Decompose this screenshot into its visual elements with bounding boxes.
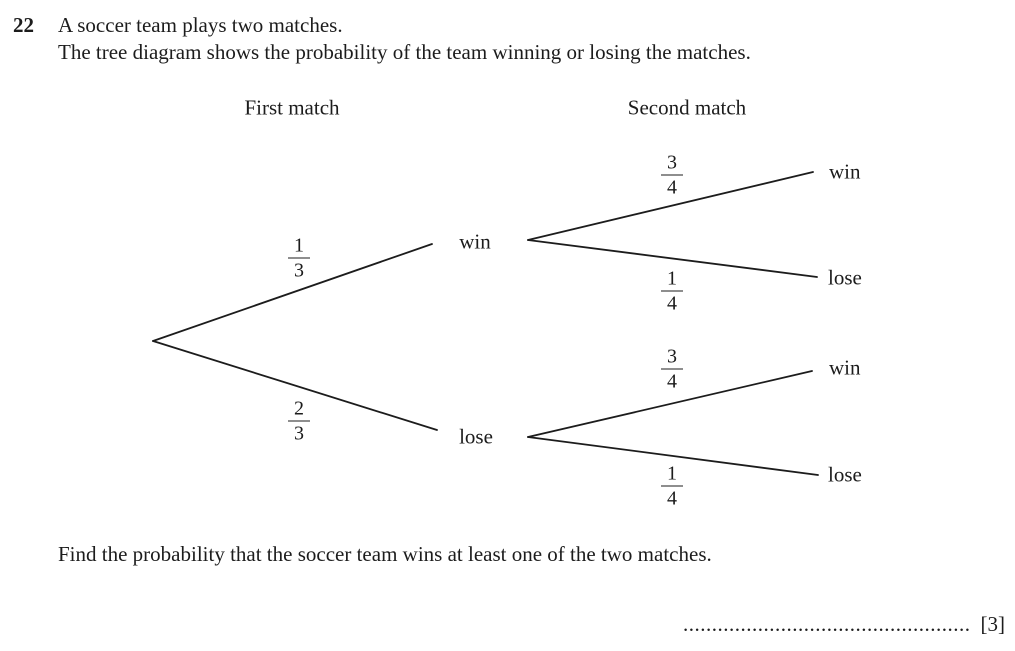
prob-losewin-denominator: 4 <box>667 370 677 393</box>
prob-first-lose-denominator: 3 <box>294 422 304 445</box>
question-intro-line2: The tree diagram shows the probability o… <box>58 40 751 64</box>
prob-loselose-denominator: 4 <box>667 487 677 510</box>
prob-first-lose-numerator: 2 <box>288 398 310 422</box>
leaf-lose-win: win <box>829 355 861 380</box>
prob-winwin-numerator: 3 <box>661 152 683 176</box>
prob-first-win: 1 3 <box>288 235 310 282</box>
leaf-lose-lose: lose <box>828 462 862 487</box>
question-number: 22 <box>13 13 34 37</box>
prob-losewin: 3 4 <box>661 346 683 393</box>
answer-dotted-line: ........................................… <box>683 612 971 636</box>
marks-badge: [3] <box>980 612 1006 636</box>
prob-winwin: 3 4 <box>661 152 683 199</box>
prob-winlose: 1 4 <box>661 268 683 315</box>
leaf-win-lose: lose <box>828 265 862 290</box>
answer-line: ........................................… <box>683 612 1005 637</box>
first-match-header: First match <box>244 95 340 120</box>
prob-winwin-denominator: 4 <box>667 176 677 199</box>
leaf-win-win: win <box>829 159 861 184</box>
question-intro-line1: A soccer team plays two matches. <box>58 13 343 37</box>
prob-winlose-numerator: 1 <box>661 268 683 292</box>
prob-loselose-numerator: 1 <box>661 463 683 487</box>
second-match-header: Second match <box>627 95 747 120</box>
prob-winlose-denominator: 4 <box>667 292 677 315</box>
node-first-lose: lose <box>459 424 493 449</box>
prob-loselose: 1 4 <box>661 463 683 510</box>
node-first-win: win <box>459 229 491 254</box>
question-prompt: Find the probability that the soccer tea… <box>58 542 712 566</box>
prob-first-lose: 2 3 <box>288 398 310 445</box>
prob-first-win-numerator: 1 <box>288 235 310 259</box>
prob-first-win-denominator: 3 <box>294 259 304 282</box>
prob-losewin-numerator: 3 <box>661 346 683 370</box>
